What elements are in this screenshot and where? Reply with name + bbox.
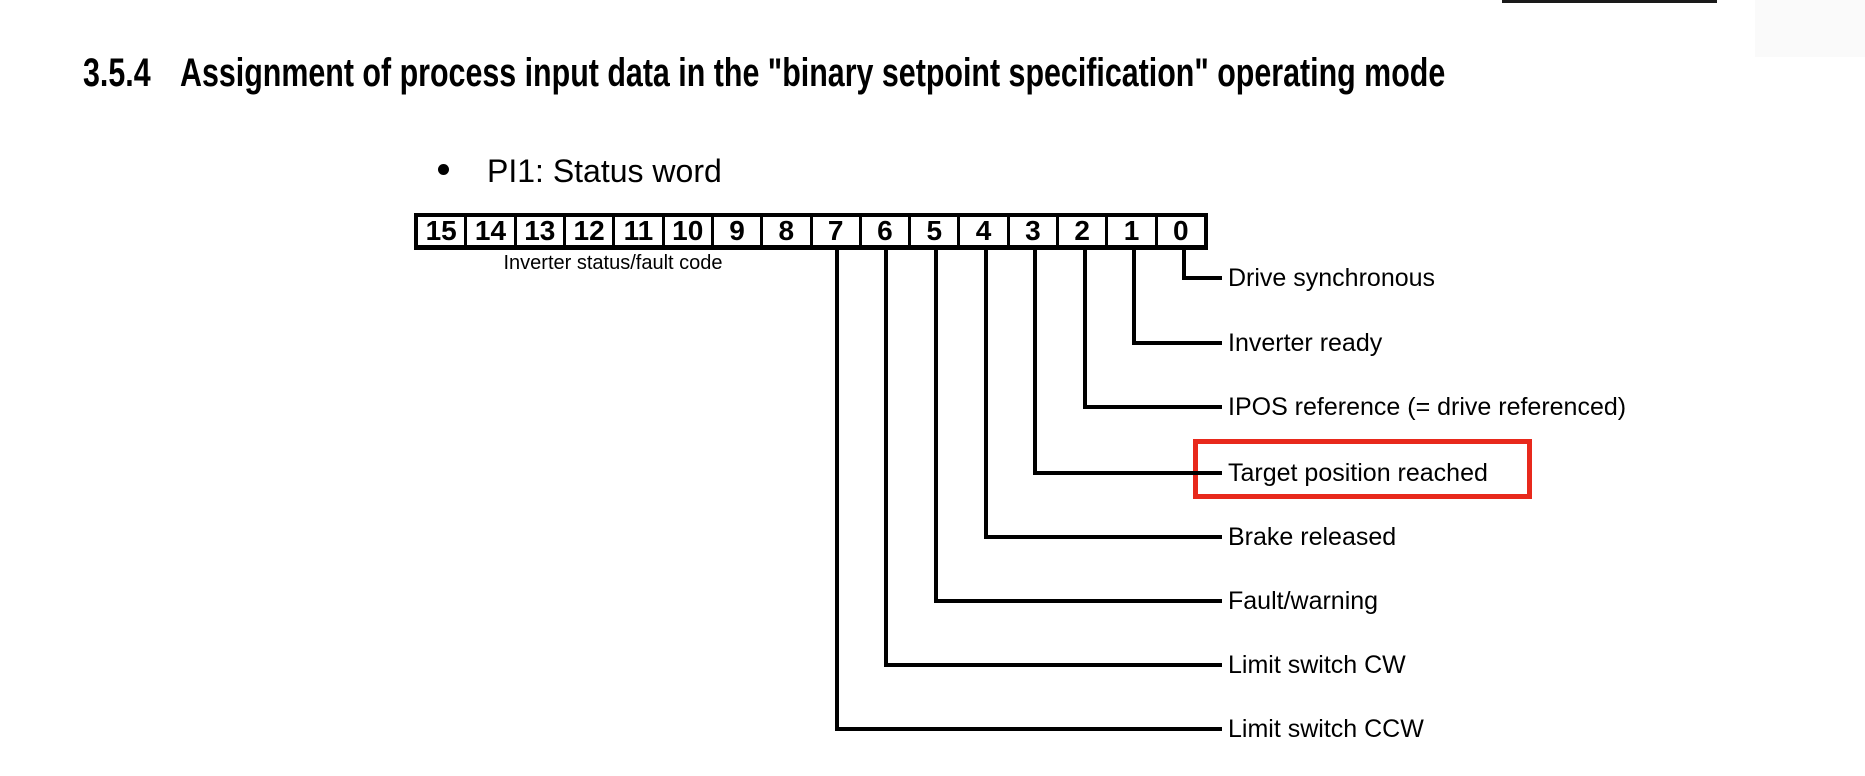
bit-2-connector-vertical [1083,250,1087,409]
bit-4-connector-vertical [984,250,988,539]
bit-5-connector-horizontal [934,599,1222,603]
bit-cell-4: 4 [960,217,1010,245]
bit-7-connector-horizontal [835,727,1222,731]
bit-cell-13: 13 [517,217,566,245]
bit-0-assignment-label: Drive synchronous [1228,264,1436,292]
bit-cell-8: 8 [763,217,813,245]
bit-cell-5: 5 [911,217,961,245]
bit-cell-3: 3 [1010,217,1060,245]
bit-cell-6: 6 [862,217,912,245]
bit-5-assignment-label: Fault/warning [1228,587,1379,615]
section-number: 3.5.4 [83,51,151,95]
bit-7-connector-vertical [835,250,839,731]
bit-3-assignment-label: Target position reached [1228,459,1488,487]
bit-cell-1: 1 [1108,217,1158,245]
bit-4-connector-horizontal [984,535,1222,539]
bit-6-connector-vertical [884,250,888,667]
bit-cell-14: 14 [467,217,517,245]
upper-byte-label: Inverter status/fault code [503,252,723,274]
bit-cell-15: 15 [418,217,468,245]
bit-1-assignment-label: Inverter ready [1228,329,1383,357]
bullet-icon [438,164,449,175]
bit-1-connector-vertical [1132,250,1136,345]
bit-1-connector-horizontal [1132,341,1222,345]
bit-cell-7: 7 [813,217,862,245]
bit-6-connector-horizontal [884,663,1222,667]
bit-2-connector-horizontal [1083,405,1222,409]
bit-cell-9: 9 [714,217,764,245]
bit-0-connector-horizontal [1182,276,1222,280]
bit-cell-12: 12 [566,217,616,245]
bit-cell-2: 2 [1059,217,1109,245]
bit-7-assignment-label: Limit switch CCW [1228,715,1424,743]
bit-2-assignment-label: IPOS reference (= drive referenced) [1228,393,1627,421]
bit-3-connector-vertical [1033,250,1037,475]
highlight-box [1193,439,1532,499]
bullet-text: PI1: Status word [487,153,722,189]
bit-cell-11: 11 [615,217,665,245]
bit-cell-10: 10 [665,217,714,245]
bit-5-connector-vertical [934,250,938,603]
bit-4-assignment-label: Brake released [1228,523,1397,551]
header-rule [1502,0,1717,3]
bit-6-assignment-label: Limit switch CW [1228,651,1406,679]
bit-cell-0: 0 [1173,215,1189,246]
bit-0-connector-vertical [1182,250,1186,280]
section-title: Assignment of process input data in the … [180,51,1446,95]
bit-3-connector-horizontal [1033,471,1222,475]
page-corner-shade [1755,0,1865,57]
